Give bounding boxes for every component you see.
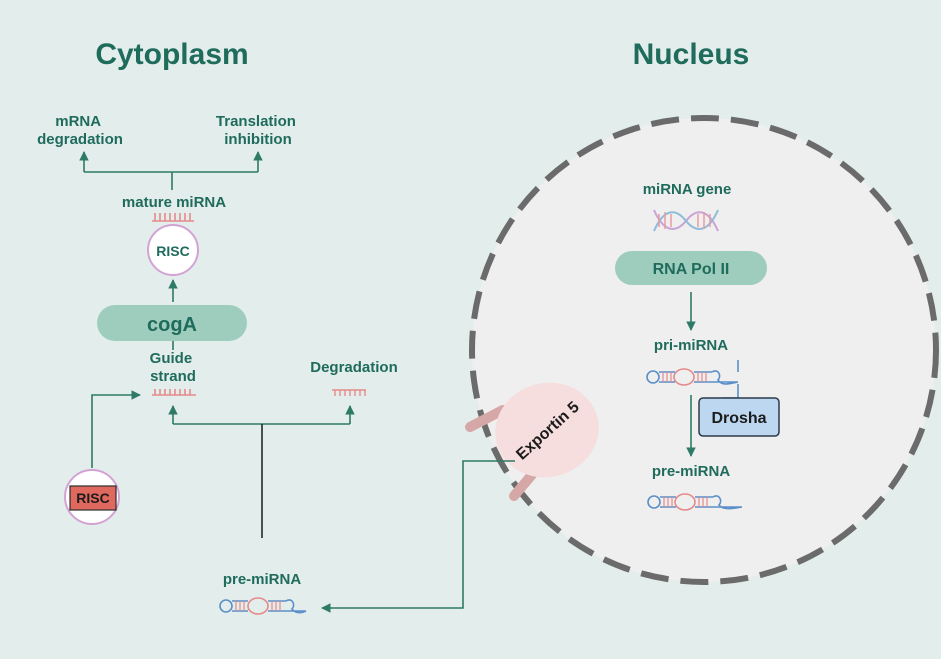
- guide-strand-icon: [152, 389, 196, 396]
- translation-inhibition-label: Translation inhibition: [216, 113, 300, 148]
- mrna-degradation-label: mRNA degradation: [37, 113, 123, 148]
- nucleus-title: Nucleus: [633, 38, 750, 71]
- cytoplasm-pre-mirna-hairpin-icon: [219, 597, 307, 615]
- exportin-5-shape: [495, 382, 599, 478]
- rna-pol-ii-label: RNA Pol II: [653, 261, 730, 278]
- risc-bottom-box: [69, 485, 117, 511]
- nuclear-pre-mirna-hairpin-icon: [647, 493, 743, 511]
- passenger-strand-icon: [332, 389, 366, 396]
- degradation-label: Degradation: [310, 359, 398, 376]
- coga-label: cogA: [147, 314, 197, 336]
- pri-mirna-hairpin-icon: [646, 360, 739, 386]
- risc-top-label: RISC: [156, 243, 189, 259]
- dna-helix-icon: [653, 209, 719, 232]
- risc-loading-arrow: [91, 390, 141, 468]
- drosha-box: [698, 397, 780, 437]
- risc-top-circle: [147, 224, 199, 276]
- cytoplasm-pre-mirna-label: pre-miRNA: [223, 571, 302, 588]
- risc-bottom-label: RISC: [76, 490, 109, 506]
- nuclear-pre-mirna-label: pre-miRNA: [652, 463, 731, 480]
- guide-strand-label: Guide strand: [150, 350, 197, 385]
- strand-split-arrows: [168, 405, 355, 425]
- mature-mirna-strand-icon: [152, 213, 194, 222]
- pri-mirna-label: pri-miRNA: [654, 337, 728, 354]
- coga-pill: [97, 305, 247, 341]
- export-arrow: [321, 460, 515, 613]
- mature-mirna-branch-arrows: [79, 151, 263, 190]
- mature-mirna-label: mature miRNA: [122, 194, 226, 211]
- cytoplasm-title: Cytoplasm: [95, 38, 248, 71]
- mirna-gene-label: miRNA gene: [643, 181, 732, 198]
- drosha-label: Drosha: [711, 410, 766, 427]
- rna-pol-ii-pill: [615, 251, 767, 285]
- nucleus-membrane: [469, 115, 939, 585]
- exportin-channel-upper: [465, 405, 508, 432]
